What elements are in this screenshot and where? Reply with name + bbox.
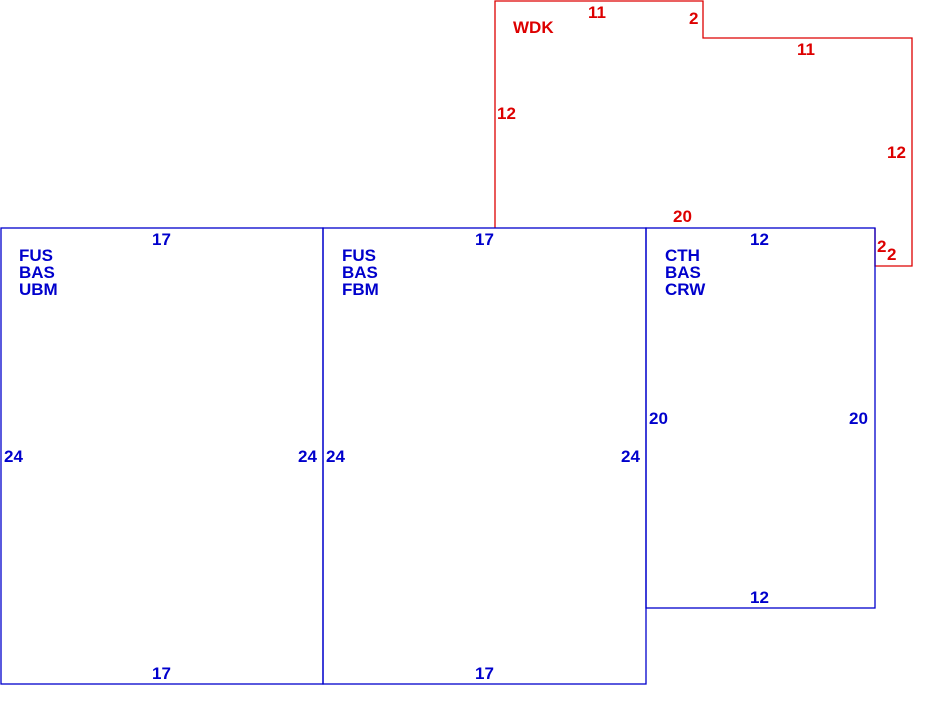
area-ubm-label-line-1: FUS <box>19 246 53 265</box>
area-fbm-label-line-1: FUS <box>342 246 376 265</box>
deck-dim-bottom: 20 <box>673 207 692 226</box>
deck-dim-step: 2 <box>689 9 698 28</box>
deck-dim-right: 12 <box>887 143 906 162</box>
deck-dim-corner-b: 2 <box>887 245 896 264</box>
area-crw-dim-left: 20 <box>649 409 668 428</box>
area-ubm-dim-left: 24 <box>4 447 23 466</box>
area-ubm-label-line-3: UBM <box>19 280 58 299</box>
area-ubm-label-line-2: BAS <box>19 263 55 282</box>
area-ubm: FUS BAS UBM 17 17 24 24 <box>0 227 324 685</box>
area-crw-dim-right: 20 <box>849 409 868 428</box>
deck-dim-upper-right: 11 <box>797 40 815 59</box>
area-crw-label-line-1: CTH <box>665 246 700 265</box>
area-crw: CTH BAS CRW 12 12 20 20 <box>645 227 876 609</box>
deck-outline: WDK 11 2 11 12 12 20 2 2 <box>494 0 913 267</box>
area-crw-label-line-3: CRW <box>665 280 706 299</box>
area-crw-dim-top: 12 <box>750 230 769 249</box>
area-fbm-label-line-2: BAS <box>342 263 378 282</box>
area-fbm-dim-left: 24 <box>326 447 345 466</box>
area-fbm: FUS BAS FBM 17 17 24 24 <box>322 227 647 685</box>
area-crw-dim-bottom: 12 <box>750 588 769 607</box>
deck-dim-left: 12 <box>497 104 516 123</box>
deck-label: WDK <box>513 18 554 37</box>
area-fbm-dim-right: 24 <box>621 447 640 466</box>
area-crw-outline <box>645 227 876 609</box>
area-fbm-label-line-3: FBM <box>342 280 379 299</box>
area-ubm-dim-top: 17 <box>152 230 171 249</box>
area-fbm-dim-top: 17 <box>475 230 494 249</box>
deck-perimeter <box>494 0 913 267</box>
deck-dim-corner-a: 2 <box>877 237 886 256</box>
area-crw-label-line-2: BAS <box>665 263 701 282</box>
area-fbm-dim-bottom: 17 <box>475 664 494 683</box>
area-ubm-dim-bottom: 17 <box>152 664 171 683</box>
area-ubm-dim-right: 24 <box>298 447 317 466</box>
deck-dim-top: 11 <box>588 3 606 22</box>
